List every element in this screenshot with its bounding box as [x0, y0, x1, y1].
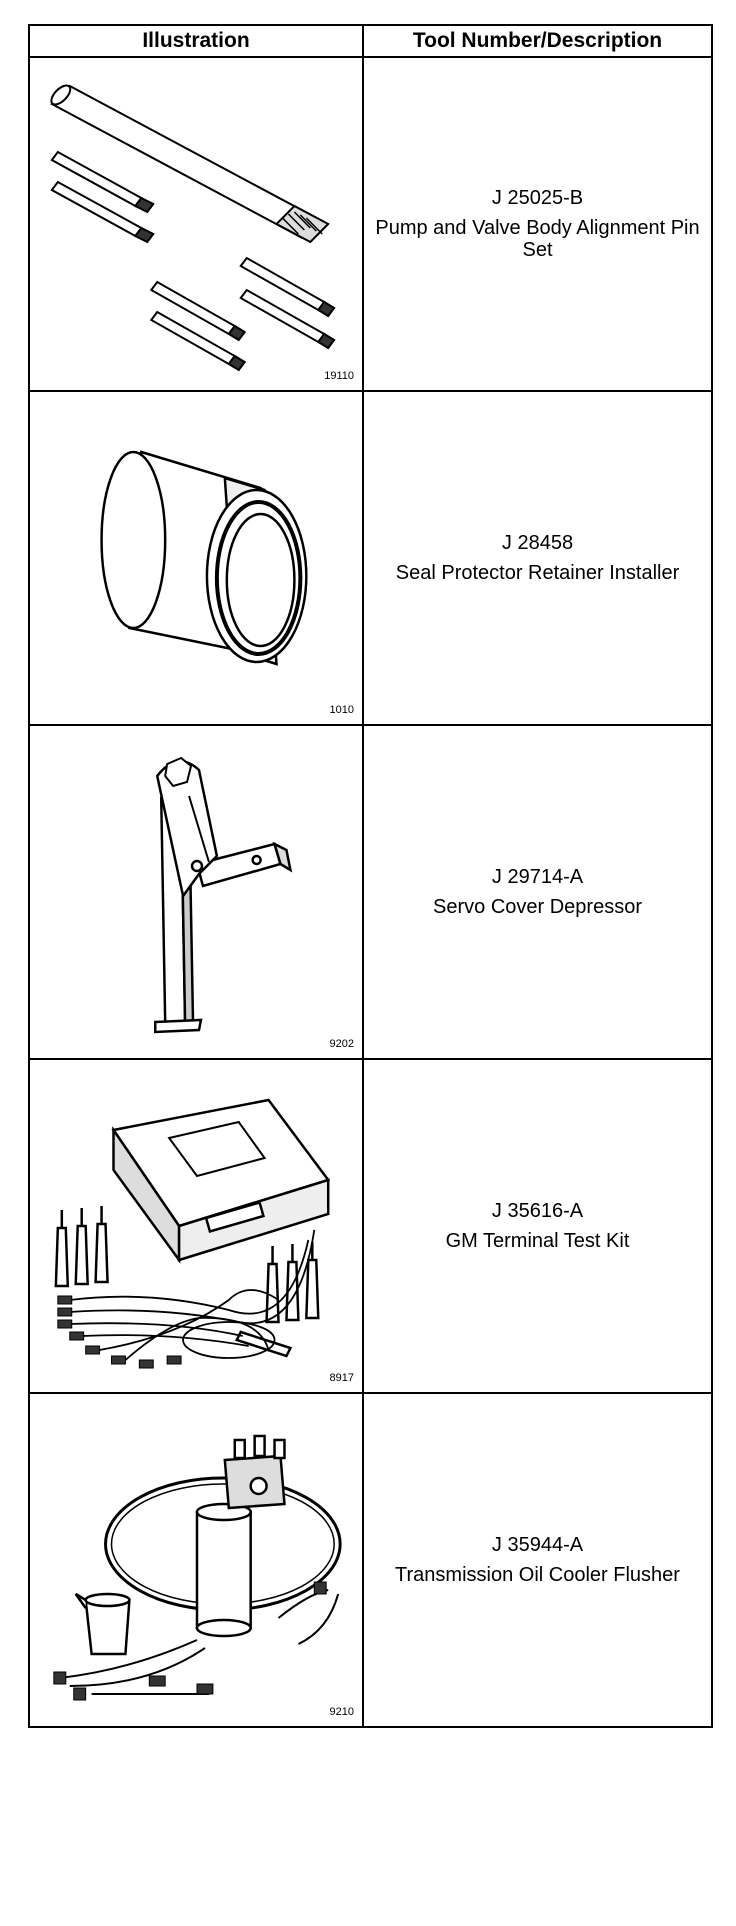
seal-protector-icon [100, 450, 308, 666]
illustration-cell: 9210 [28, 1392, 364, 1728]
tool-number: J 25025-B [491, 187, 584, 209]
table-header-row: Illustration Tool Number/Description [28, 24, 713, 58]
header-tool-description: Tool Number/Description [362, 24, 713, 58]
tool-description-cell: J 35616-A GM Terminal Test Kit [362, 1058, 713, 1394]
tool-table: Illustration Tool Number/Description [28, 24, 713, 1728]
header-illustration: Illustration [28, 24, 364, 58]
tool-description: Transmission Oil Cooler Flusher [395, 1564, 680, 1586]
terminal-test-kit-icon [54, 1098, 331, 1369]
table-row: 8917 J 35616-A GM Terminal Test Kit [28, 1058, 713, 1394]
oil-cooler-flusher-icon [53, 1434, 342, 1701]
tool-number: J 35616-A [491, 1200, 584, 1222]
tool-number: J 28458 [501, 532, 574, 554]
figure-number: 8917 [329, 1372, 354, 1384]
tool-number: J 35944-A [491, 1534, 584, 1556]
tool-description-cell: J 29714-A Servo Cover Depressor [362, 724, 713, 1060]
alignment-pin-set-icon [50, 84, 336, 372]
table-row: 1010 J 28458 Seal Protector Retainer Ins… [28, 390, 713, 726]
tool-description: Seal Protector Retainer Installer [395, 562, 680, 584]
figure-number: 1010 [329, 704, 354, 716]
tool-description-cell: J 28458 Seal Protector Retainer Installe… [362, 390, 713, 726]
tool-description: Servo Cover Depressor [433, 896, 642, 918]
table-row: 9210 J 35944-A Transmission Oil Cooler F… [28, 1392, 713, 1728]
servo-depressor-icon [154, 756, 293, 1034]
tool-number: J 29714-A [491, 866, 584, 888]
illustration-cell: 19110 [28, 56, 364, 392]
figure-number: 9210 [329, 1706, 354, 1718]
tool-description: GM Terminal Test Kit [445, 1230, 630, 1252]
tool-description: Pump and Valve Body Alignment Pin Set [375, 217, 700, 261]
tool-description-cell: J 35944-A Transmission Oil Cooler Flushe… [362, 1392, 713, 1728]
table-row: 19110 J 25025-B Pump and Valve Body Alig… [28, 56, 713, 392]
figure-number: 19110 [324, 370, 354, 382]
figure-number: 9202 [329, 1038, 354, 1050]
illustration-cell: 8917 [28, 1058, 364, 1394]
table-row: 9202 J 29714-A Servo Cover Depressor [28, 724, 713, 1060]
tool-description-cell: J 25025-B Pump and Valve Body Alignment … [362, 56, 713, 392]
illustration-cell: 1010 [28, 390, 364, 726]
illustration-cell: 9202 [28, 724, 364, 1060]
